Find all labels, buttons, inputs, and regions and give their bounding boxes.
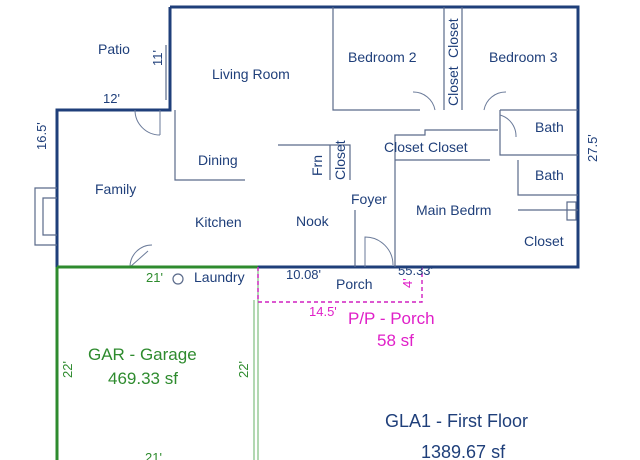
room-label-nook: Nook — [296, 213, 330, 229]
room-label-patio: Patio — [98, 41, 130, 57]
bedroom2-door-icon — [412, 91, 436, 111]
floor-area-label: 1389.67 sf — [421, 442, 506, 460]
room-label-closet-b2: Closet — [445, 18, 461, 58]
entry-door-icon — [364, 236, 394, 267]
room-label-frn: Frn — [309, 155, 325, 176]
room-label-closet-main: Closet — [524, 233, 564, 249]
bath-door-icon — [499, 114, 517, 138]
room-label-closet-b3: Closet — [445, 66, 461, 106]
dim-laundry-width: 21' — [146, 270, 163, 285]
tub-icon — [566, 201, 577, 221]
dim-garage-right: 22' — [236, 361, 251, 378]
room-label-bedroom2: Bedroom 2 — [348, 49, 417, 65]
room-label-porch: Porch — [336, 276, 373, 292]
room-label-kitchen: Kitchen — [195, 214, 242, 230]
laundry-door-icon — [129, 244, 153, 268]
dim-porch-depth: 4' — [400, 278, 415, 288]
bath-wall — [499, 110, 578, 156]
laundry-door-leaf — [129, 250, 149, 268]
porch-outline — [257, 267, 423, 303]
floor-name-label: GLA1 - First Floor — [385, 411, 528, 431]
room-label-bath-top: Bath — [535, 119, 564, 135]
room-label-closet-hall1: Closet — [384, 139, 424, 155]
patio-door-icon — [134, 109, 161, 136]
dim-porch-width: 14.5' — [309, 304, 337, 319]
water-heater-icon — [172, 273, 184, 285]
bedroom-block-wall — [332, 7, 420, 111]
garage-name-label: GAR - Garage — [88, 345, 197, 364]
porch-area-label: 58 sf — [377, 331, 414, 350]
room-label-bedroom3: Bedroom 3 — [489, 49, 558, 65]
dim-garage-bottom: 21' — [145, 450, 162, 460]
dim-porch-left: 10.08' — [286, 267, 321, 282]
room-label-foyer: Foyer — [351, 191, 387, 207]
bedroom3-door-icon — [483, 91, 507, 111]
dim-porch-right: 55.33' — [398, 263, 433, 278]
hall-closet-wall — [394, 129, 498, 160]
porch-name-label: P/P - Porch — [348, 309, 435, 328]
room-label-family: Family — [95, 181, 136, 197]
room-label-bath-lower: Bath — [535, 167, 564, 183]
dim-right-wall: 27.5' — [585, 134, 600, 162]
fireplace-inner — [42, 197, 57, 236]
room-label-closet-frn: Closet — [332, 140, 348, 180]
room-label-main-bedrm: Main Bedrm — [416, 202, 491, 218]
room-label-living-room: Living Room — [212, 66, 290, 82]
dim-patio-top: 12' — [103, 91, 120, 106]
dim-left-wall: 16.5' — [34, 122, 49, 150]
frn-wall — [278, 144, 351, 180]
lower-bath-wall — [517, 160, 578, 196]
room-label-dining: Dining — [198, 152, 238, 168]
dining-wall — [174, 110, 245, 181]
dim-garage-left: 22' — [60, 361, 75, 378]
garage-area-label: 469.33 sf — [108, 369, 178, 388]
fireplace-icon — [34, 187, 57, 246]
dim-patio-side: 11' — [150, 50, 165, 66]
room-label-closet-hall2: Closet — [428, 139, 468, 155]
room-label-laundry: Laundry — [194, 269, 245, 285]
